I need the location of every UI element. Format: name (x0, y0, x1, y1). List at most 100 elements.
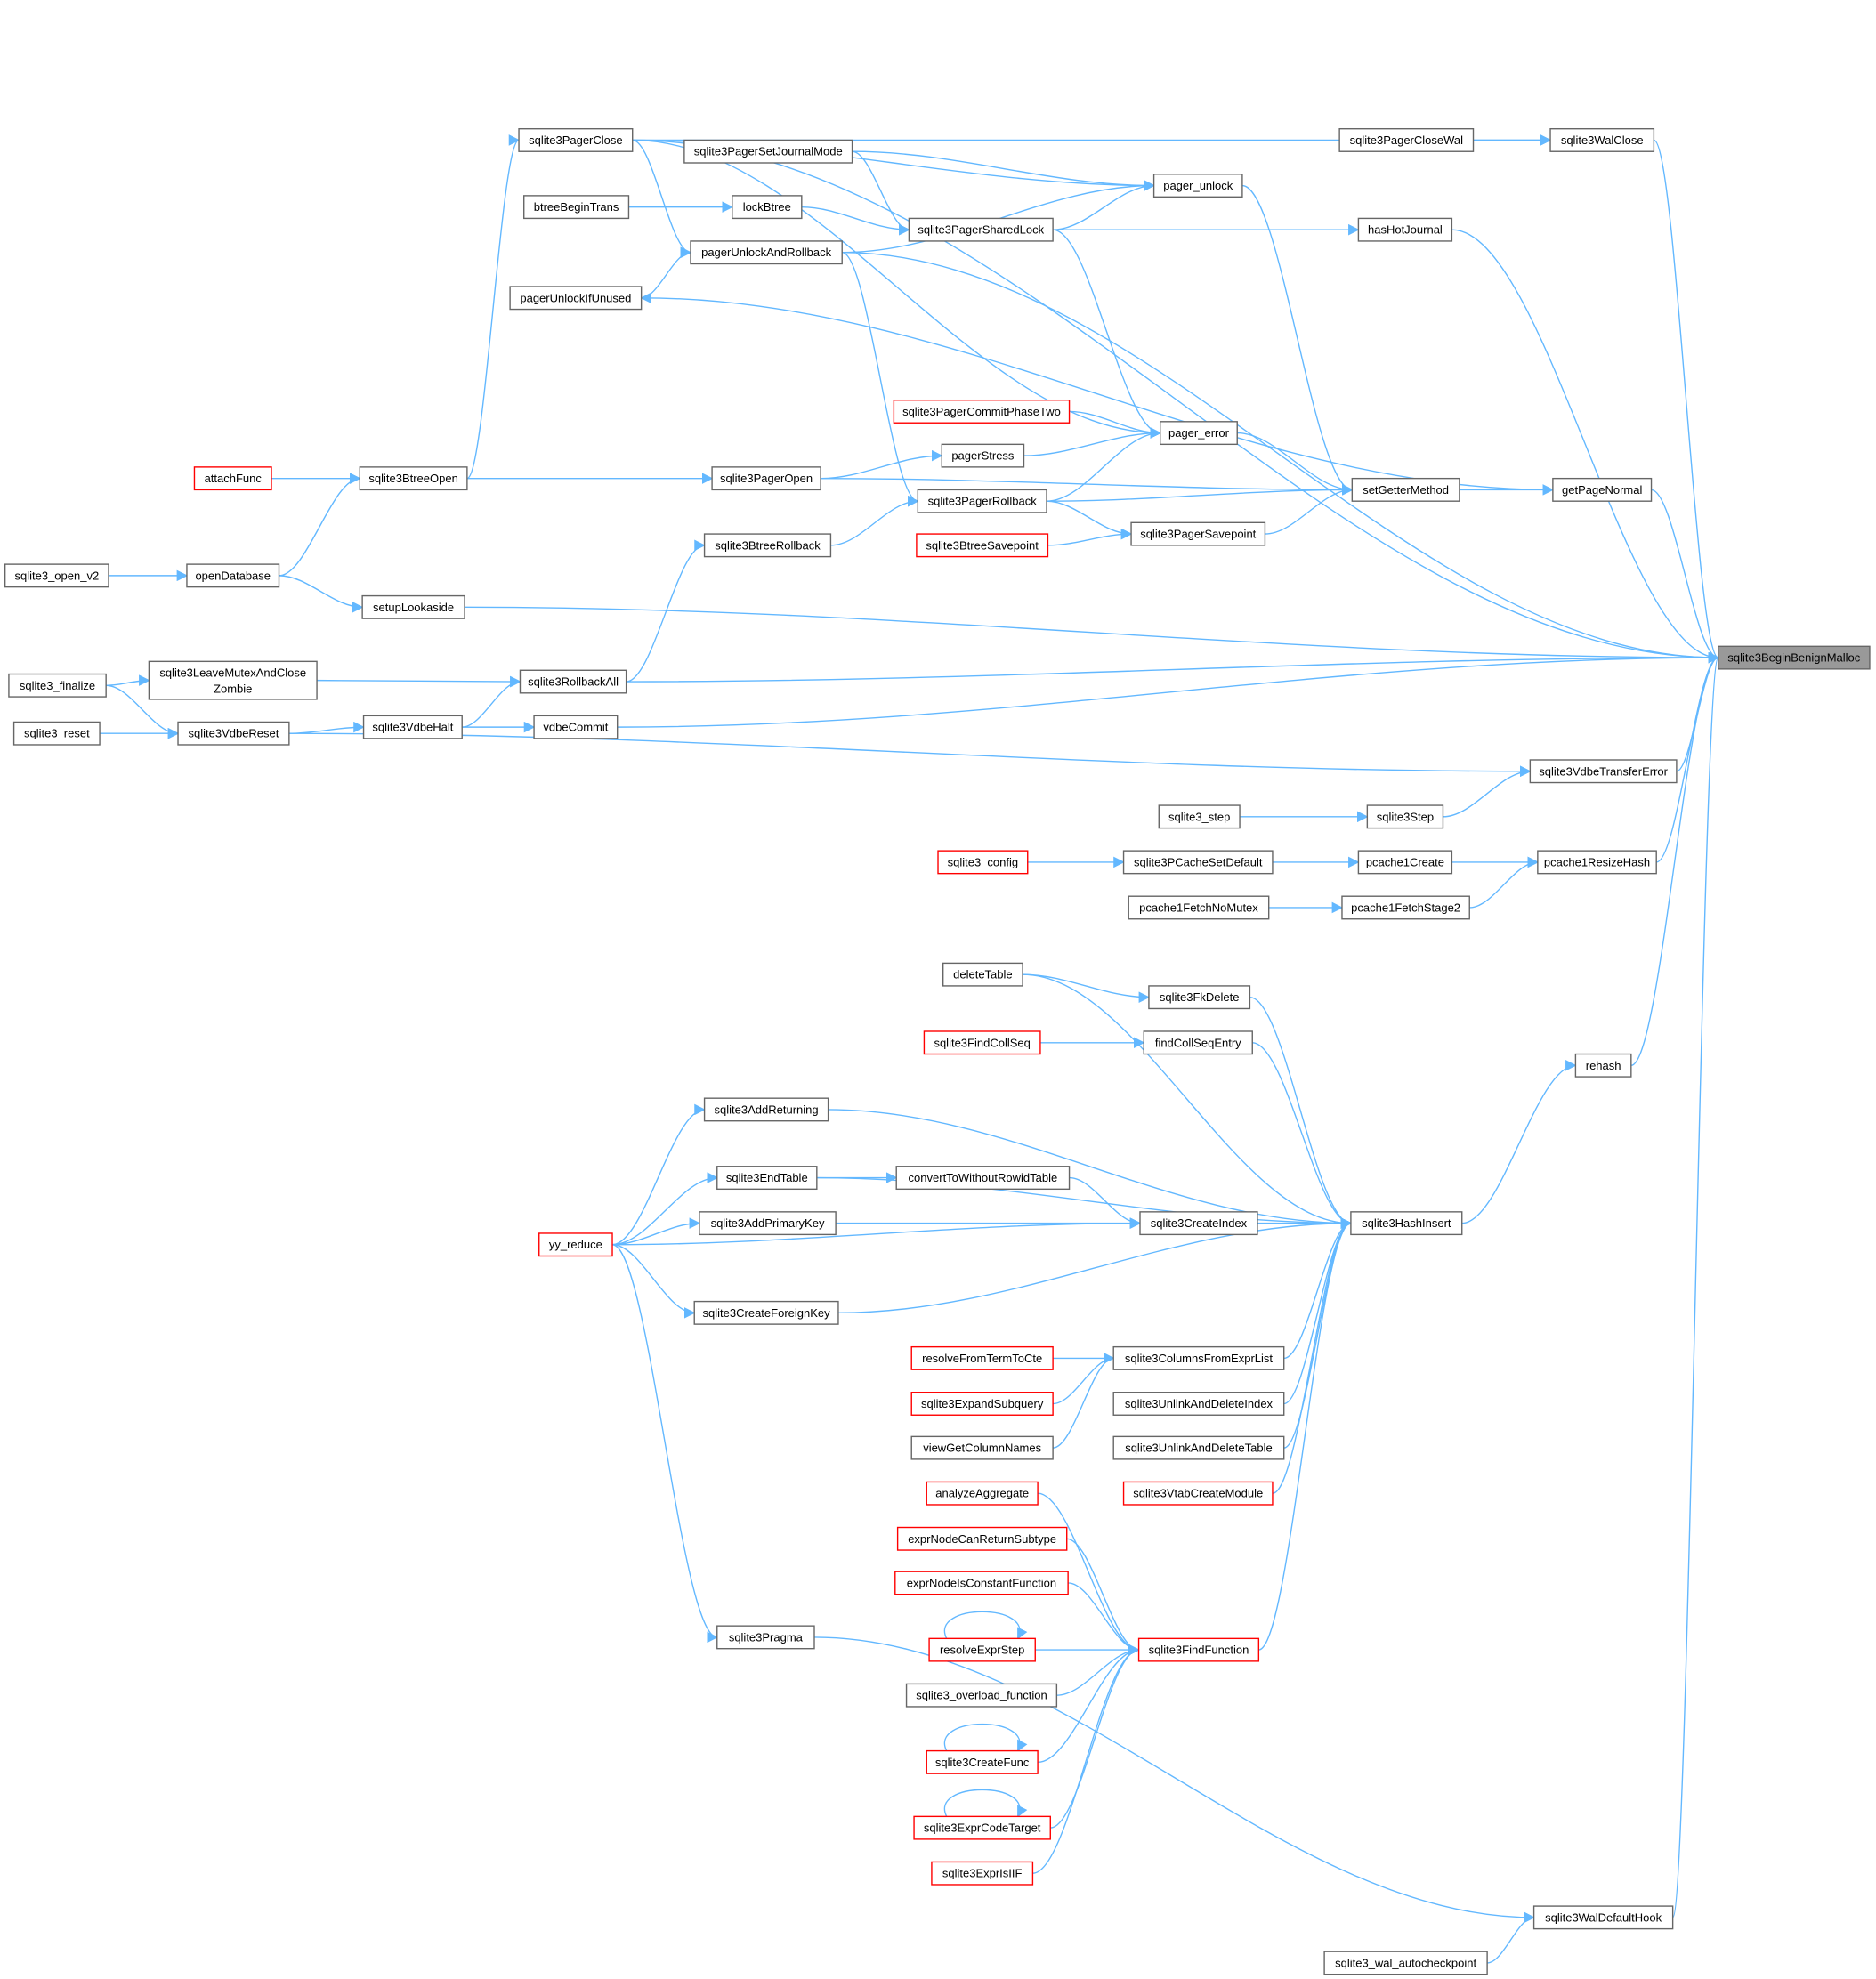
node-sqlite3-vdbe-reset[interactable]: sqlite3VdbeReset (177, 721, 290, 746)
node-set-getter-method[interactable]: setGetterMethod (1351, 477, 1460, 502)
node-sqlite3-pager-open[interactable]: sqlite3PagerOpen (711, 466, 821, 491)
node-vdbe-commit[interactable]: vdbeCommit (533, 715, 619, 739)
node-box (905, 1683, 1058, 1708)
node-label: sqlite3PagerSharedLock (918, 223, 1044, 237)
node-box (1549, 127, 1655, 152)
node-sqlite3-expr-is-iif[interactable]: sqlite3ExprIsIIF (931, 1861, 1034, 1886)
node-label: sqlite3PagerClose (529, 133, 623, 147)
node-label: sqlite3BtreeOpen (368, 472, 457, 485)
node-pcache1-create[interactable]: pcache1Create (1357, 850, 1453, 875)
node-sqlite3-add-primary-key[interactable]: sqlite3AddPrimaryKey (699, 1211, 837, 1236)
node-attach-func[interactable]: attachFunc (193, 466, 272, 491)
node-box (916, 533, 1049, 558)
node-pager-unlock[interactable]: pager_unlock (1152, 174, 1243, 198)
node-sqlite3-unlink-and-delete-table[interactable]: sqlite3UnlinkAndDeleteTable (1112, 1435, 1285, 1460)
node-pcache1-fetch-stage2[interactable]: pcache1FetchStage2 (1341, 895, 1470, 920)
node-sqlite3-step[interactable]: sqlite3_step (1158, 804, 1241, 829)
node-sqlite3-fk-delete[interactable]: sqlite3FkDelete (1148, 985, 1251, 1010)
node-pager-unlock-if-unused[interactable]: pagerUnlockIfUnused (509, 286, 643, 311)
node-sqlite3-pager-rollback[interactable]: sqlite3PagerRollback (917, 489, 1047, 513)
node-sqlite3-columns-from-expr-list[interactable]: sqlite3ColumnsFromExprList (1112, 1345, 1285, 1370)
node-box (1357, 217, 1453, 242)
node-setup-lookaside[interactable]: setupLookaside (361, 594, 465, 619)
edge-sqlite3-vdbe-reset-to-sqlite3-vdbe-halt (288, 721, 365, 734)
node-box (1139, 1211, 1258, 1236)
node-sqlite3-rollback-all[interactable]: sqlite3RollbackAll (519, 669, 627, 694)
node-analyze-aggregate[interactable]: analyzeAggregate (926, 1481, 1039, 1506)
node-label: pagerStress (951, 449, 1015, 463)
node-sqlite3-open-v2[interactable]: sqlite3_open_v2 (4, 563, 109, 588)
edge-yy-reduce-to-sqlite3-end-table (612, 1172, 719, 1246)
node-has-hot-journal[interactable]: hasHotJournal (1357, 217, 1453, 242)
node-box (4, 563, 109, 588)
node-sqlite3-find-function[interactable]: sqlite3FindFunction (1137, 1637, 1260, 1662)
node-sqlite3-pcache-set-default[interactable]: sqlite3PCacheSetDefault (1122, 850, 1274, 875)
node-sqlite3-step[interactable]: sqlite3Step (1366, 804, 1444, 829)
node-get-page-normal[interactable]: getPageNormal (1552, 477, 1653, 502)
node-sqlite3-btree-savepoint[interactable]: sqlite3BtreeSavepoint (916, 533, 1049, 558)
node-sqlite3-wal-close[interactable]: sqlite3WalClose (1549, 127, 1655, 152)
edge-sqlite3-end-table-to-sqlite3-hash-insert (816, 1176, 1353, 1229)
node-label: sqlite3PagerOpen (720, 472, 813, 485)
node-sqlite3-finalize[interactable]: sqlite3_finalize (8, 673, 107, 698)
node-sqlite3-hash-insert[interactable]: sqlite3HashInsert (1350, 1211, 1463, 1236)
node-sqlite3-pager-savepoint[interactable]: sqlite3PagerSavepoint (1130, 521, 1266, 546)
node-sqlite3-find-coll-seq[interactable]: sqlite3FindCollSeq (923, 1030, 1041, 1055)
node-sqlite3-unlink-and-delete-index[interactable]: sqlite3UnlinkAndDeleteIndex (1112, 1392, 1285, 1416)
node-rehash[interactable]: rehash (1574, 1053, 1632, 1078)
node-sqlite3-btree-rollback[interactable]: sqlite3BtreeRollback (703, 533, 832, 558)
edge-sqlite3-expand-subquery-to-sqlite3-columns-from-expr-list (1053, 1353, 1115, 1405)
node-pager-error[interactable]: pager_error (1159, 421, 1238, 446)
node-expr-node-can-return-subtype[interactable]: exprNodeCanReturnSubtype (896, 1526, 1068, 1551)
node-find-coll-seq-entry[interactable]: findCollSeqEntry (1143, 1030, 1253, 1055)
node-sqlite3-pager-close[interactable]: sqlite3PagerClose (518, 127, 634, 152)
node-pcache1-resize-hash[interactable]: pcache1ResizeHash (1537, 850, 1657, 875)
node-sqlite3-pager-close-wal[interactable]: sqlite3PagerCloseWal (1338, 127, 1475, 152)
node-pager-unlock-and-rollback[interactable]: pagerUnlockAndRollback (690, 240, 843, 265)
node-sqlite3-pragma[interactable]: sqlite3Pragma (716, 1625, 815, 1650)
node-label: sqlite3EndTable (726, 1171, 808, 1184)
node-label: sqlite3_step (1168, 810, 1230, 823)
node-view-get-column-names[interactable]: viewGetColumnNames (910, 1435, 1054, 1460)
edge-rehash-to-sqlite3-begin-benign-malloc (1630, 651, 1719, 1066)
node-expr-node-is-constant-function[interactable]: exprNodeIsConstantFunction (894, 1571, 1069, 1595)
node-box (193, 466, 272, 491)
node-sqlite3-vtab-create-module[interactable]: sqlite3VtabCreateModule (1122, 1481, 1274, 1506)
node-label: pcache1ResizeHash (1544, 855, 1650, 868)
node-sqlite3-create-foreign-key[interactable]: sqlite3CreateForeignKey (693, 1300, 839, 1325)
node-sqlite3-vdbe-halt[interactable]: sqlite3VdbeHalt (362, 715, 463, 739)
edge-sqlite3-pager-rollback-to-sqlite3-pager-savepoint (1047, 500, 1133, 540)
node-sqlite3-create-func[interactable]: sqlite3CreateFunc (926, 1749, 1039, 1774)
node-sqlite3-pager-shared-lock[interactable]: sqlite3PagerSharedLock (908, 217, 1054, 242)
node-sqlite3-btree-open[interactable]: sqlite3BtreeOpen (359, 466, 468, 491)
node-sqlite3-pager-commit-phase-two[interactable]: sqlite3PagerCommitPhaseTwo (893, 399, 1071, 424)
node-sqlite3-pager-set-journal-mode[interactable]: sqlite3PagerSetJournalMode (683, 139, 853, 164)
node-sqlite3-overload-function[interactable]: sqlite3_overload_function (905, 1683, 1058, 1708)
node-sqlite3-wal-default-hook[interactable]: sqlite3WalDefaultHook (1532, 1905, 1674, 1930)
node-delete-table[interactable]: deleteTable (942, 962, 1023, 987)
node-label: sqlite3VdbeReset (188, 727, 279, 740)
node-yy-reduce[interactable]: yy_reduce (538, 1232, 613, 1257)
node-sqlite3-add-returning[interactable]: sqlite3AddReturning (703, 1097, 829, 1122)
node-sqlite3-expr-code-target[interactable]: sqlite3ExprCodeTarget (913, 1815, 1051, 1840)
node-sqlite3-end-table[interactable]: sqlite3EndTable (716, 1166, 818, 1191)
node-resolve-expr-step[interactable]: resolveExprStep (928, 1637, 1036, 1662)
node-open-database[interactable]: openDatabase (186, 563, 280, 588)
node-convert-to-without-rowid-table[interactable]: convertToWithoutRowidTable (895, 1166, 1071, 1191)
node-sqlite3-create-index[interactable]: sqlite3CreateIndex (1139, 1211, 1258, 1236)
node-sqlite3-reset[interactable]: sqlite3_reset (12, 721, 101, 746)
node-sqlite3-vdbe-transfer-error[interactable]: sqlite3VdbeTransferError (1529, 759, 1678, 784)
edge-sqlite3-find-function-to-sqlite3-hash-insert (1258, 1217, 1353, 1651)
node-pcache1-fetch-no-mutex[interactable]: pcache1FetchNoMutex (1128, 895, 1270, 920)
edge-pager-unlock-to-set-getter-method (1241, 184, 1354, 496)
node-btree-begin-trans[interactable]: btreeBeginTrans (523, 195, 630, 220)
node-lock-btree[interactable]: lockBtree (732, 195, 803, 220)
node-sqlite3-expand-subquery[interactable]: sqlite3ExpandSubquery (910, 1392, 1054, 1416)
node-sqlite3-begin-benign-malloc[interactable]: sqlite3BeginBenignMalloc (1718, 645, 1871, 670)
node-pager-stress[interactable]: pagerStress (941, 443, 1025, 468)
node-sqlite3-wal-autocheckpoint[interactable]: sqlite3_wal_autocheckpoint (1323, 1951, 1488, 1975)
node-sqlite3-config[interactable]: sqlite3_config (937, 850, 1029, 875)
node-resolve-from-term-to-cte[interactable]: resolveFromTermToCte (910, 1345, 1054, 1370)
node-label: pagerUnlockAndRollback (701, 246, 831, 259)
